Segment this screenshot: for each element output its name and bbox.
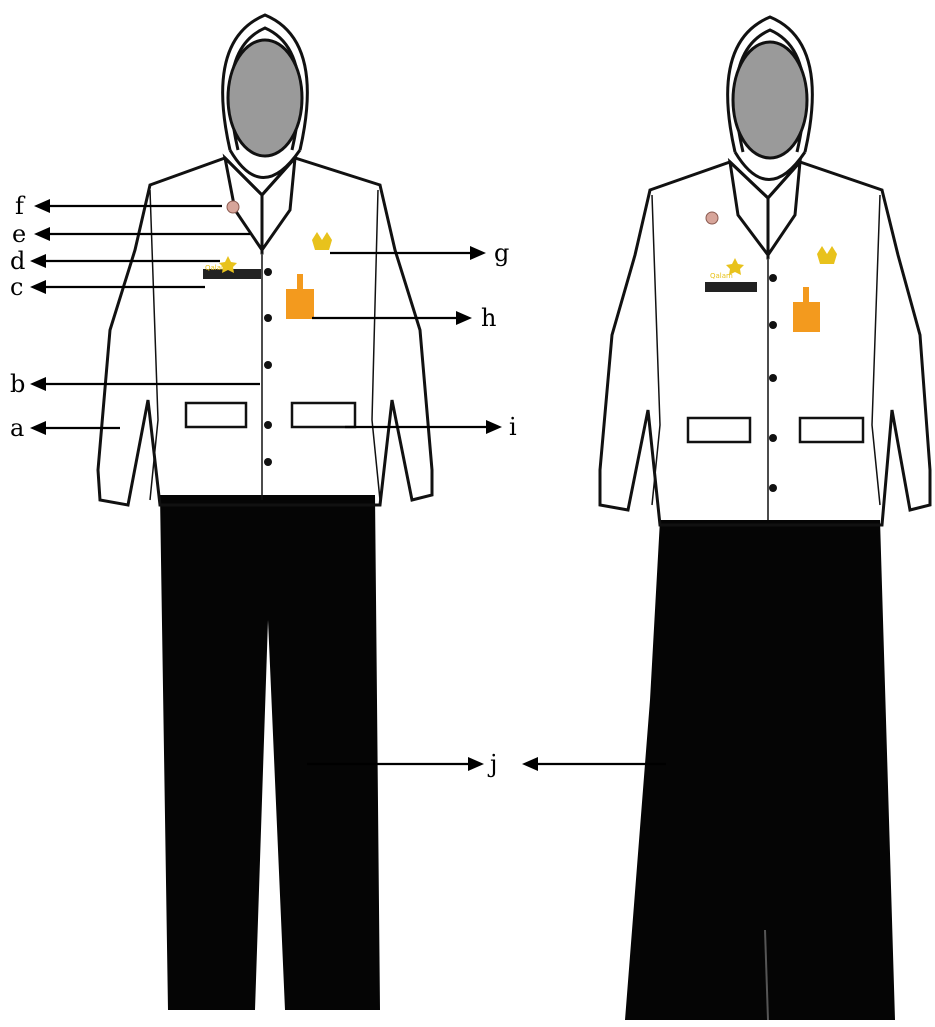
- collar-pin-right: [706, 212, 718, 224]
- label-e: e: [12, 220, 26, 248]
- callout-d: d: [10, 247, 220, 275]
- pocket-left-2: [292, 403, 355, 427]
- label-b: b: [10, 370, 25, 398]
- jacket-right: [600, 162, 930, 525]
- callout-i: i: [345, 413, 517, 441]
- skirt: [625, 520, 895, 1020]
- callout-f: f: [15, 192, 222, 220]
- label-j: j: [487, 750, 497, 778]
- hijab-head-right: [728, 17, 813, 180]
- callout-c: c: [10, 273, 205, 301]
- collar-pin-left: [227, 201, 239, 213]
- callout-b: b: [10, 370, 260, 398]
- pocket-right-2: [800, 418, 863, 442]
- callout-g: g: [330, 239, 509, 267]
- hijab-head-left: [223, 15, 308, 178]
- label-g: g: [494, 239, 509, 267]
- gold-emblem-left: [312, 232, 332, 250]
- figure-trousers: Qalam: [98, 15, 432, 1010]
- gold-emblem-right: [817, 246, 837, 264]
- lapel-right-fig-left: [730, 162, 768, 255]
- label-a: a: [10, 414, 24, 442]
- buttons-right: [769, 274, 777, 492]
- callout-e: e: [12, 220, 250, 248]
- name-tag-right: [705, 282, 757, 292]
- label-f: f: [15, 192, 26, 220]
- orange-badge-left: [286, 289, 314, 319]
- label-d: d: [10, 247, 25, 275]
- pocket-left-1: [186, 403, 246, 427]
- label-c: c: [10, 273, 23, 301]
- label-h: h: [481, 304, 496, 332]
- jacket-left: [98, 158, 432, 505]
- figure-skirt: Qalam: [600, 17, 930, 1020]
- trousers: [160, 495, 380, 1010]
- orange-badge-right: [793, 302, 820, 332]
- label-i: i: [509, 413, 517, 441]
- callout-h: h: [312, 304, 496, 332]
- pocket-right-1: [688, 418, 750, 442]
- buttons-left: [264, 268, 272, 466]
